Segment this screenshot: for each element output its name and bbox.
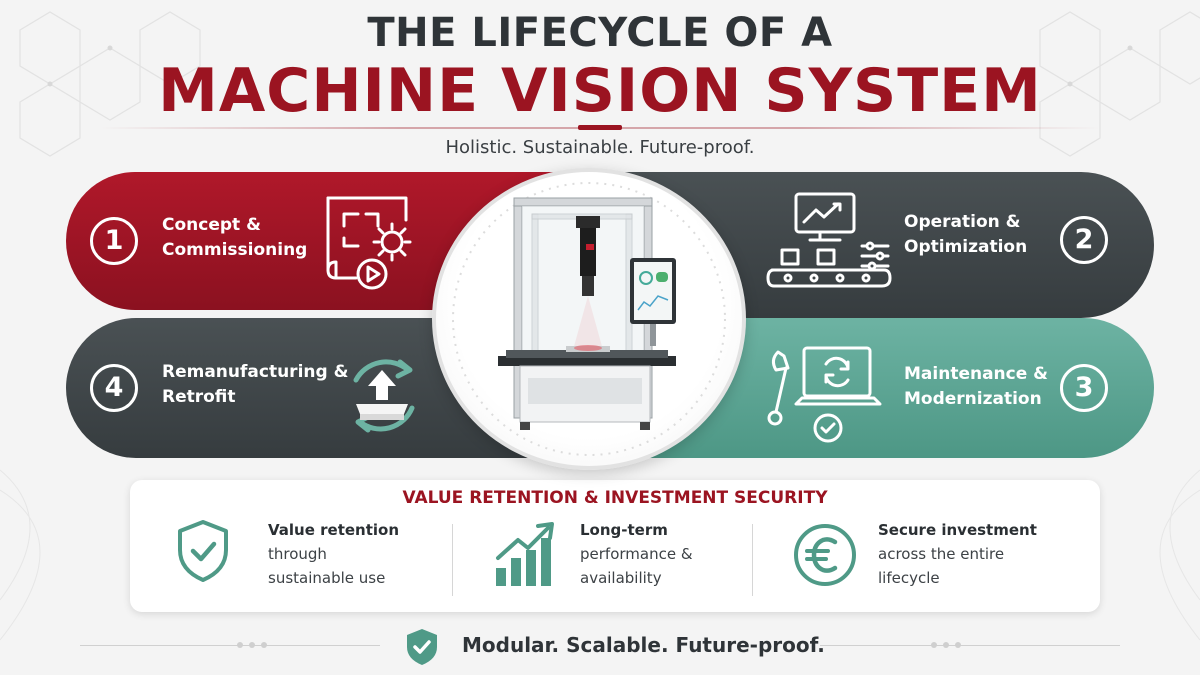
footer-rule-right: [820, 645, 1120, 646]
stage-4-label-line1: Remanufacturing &: [162, 362, 349, 382]
stage-2-number: 2: [1060, 216, 1108, 264]
recycle-upgrade-icon: [353, 359, 415, 433]
wrench-laptop-icon: [767, 346, 882, 443]
stage-4-number: 4: [90, 364, 138, 412]
title-line-1: THE LIFECYCLE OF A: [367, 10, 833, 56]
growth-chart-icon: [496, 522, 554, 586]
monitor-conveyor-icon: [766, 192, 892, 288]
euro-icon: [794, 524, 856, 586]
value-item-2-text: Long-term performance & availability: [580, 518, 693, 590]
value-retention-card: VALUE RETENTION & INVESTMENT SECURITY Va…: [130, 480, 1100, 612]
stage-3-label-line2: Modernization: [904, 389, 1042, 409]
stage-2-label-line1: Operation &: [904, 212, 1021, 232]
stage-1-number: 1: [90, 217, 138, 265]
value-heading: VALUE RETENTION & INVESTMENT SECURITY: [402, 488, 828, 508]
title-divider-accent: [578, 125, 622, 130]
stage-4-label-line2: Retrofit: [162, 387, 236, 407]
value-item-3-line2: across the entire: [878, 545, 1005, 563]
stage-1-label-line2: Commissioning: [162, 240, 308, 260]
stage-2-label: Operation & Optimization: [904, 210, 1027, 260]
value-item-1-line2: through: [268, 545, 327, 563]
machine-illustration: [452, 182, 726, 456]
footer-dots-left: [237, 642, 267, 648]
stage-3-number: 3: [1060, 364, 1108, 412]
value-divider-1: [452, 524, 453, 596]
value-item-2: Long-term performance & availability: [494, 518, 754, 604]
shield-check-icon: [178, 520, 228, 582]
stage-1-label: Concept & Commissioning: [162, 213, 307, 263]
stage-4-label: Remanufacturing & Retrofit: [162, 360, 348, 410]
value-item-3-title: Secure investment: [878, 521, 1037, 539]
value-divider-2: [752, 524, 753, 596]
machine-vision-system-image: [432, 168, 746, 470]
value-item-1-title: Value retention: [268, 521, 400, 539]
value-item-2-line3: availability: [580, 569, 662, 587]
footer-dots-right: [931, 642, 961, 648]
blueprint-gear-icon: [326, 196, 412, 290]
footer-shield-check-icon: [407, 629, 437, 665]
tagline: Holistic. Sustainable. Future-proof.: [445, 137, 755, 158]
value-item-2-title: Long-term: [580, 521, 668, 539]
stage-3-label-line1: Maintenance &: [904, 364, 1049, 384]
value-item-3: Secure investment across the entire life…: [792, 518, 1082, 604]
value-item-1-line3: sustainable use: [268, 569, 386, 587]
stage-3-label: Maintenance & Modernization: [904, 362, 1048, 412]
value-item-3-text: Secure investment across the entire life…: [878, 518, 1037, 590]
title-line-2: MACHINE VISION SYSTEM: [158, 56, 1042, 126]
value-item-1-text: Value retention through sustainable use: [268, 518, 399, 590]
value-item-3-line3: lifecycle: [878, 569, 940, 587]
footer-slogan: Modular. Scalable. Future-proof.: [462, 633, 825, 657]
stage-2-label-line2: Optimization: [904, 237, 1028, 257]
footer-rule-left: [80, 645, 380, 646]
value-item-2-line2: performance &: [580, 545, 693, 563]
value-item-1: Value retention through sustainable use: [176, 518, 466, 604]
stage-1-label-line1: Concept &: [162, 215, 261, 235]
